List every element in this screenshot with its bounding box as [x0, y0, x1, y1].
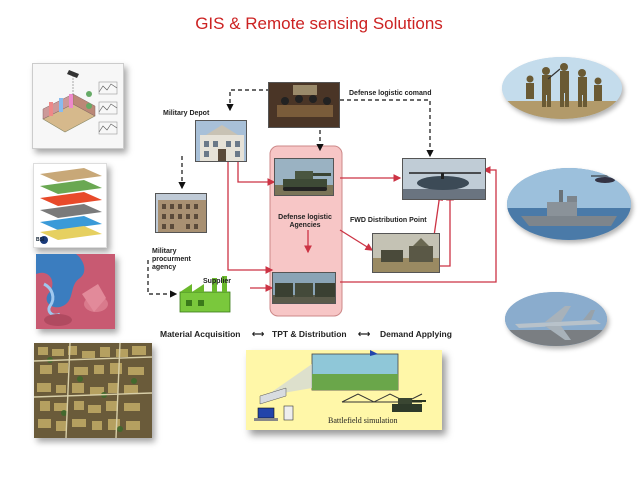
gis-layer-stack-thumbnail: BSI — [33, 163, 107, 248]
military-depot-label: Military Depot — [163, 110, 210, 117]
demand-applying-label: Demand Applying — [380, 329, 452, 339]
defense-logistic-command-label: Defense logistic comand — [349, 90, 432, 97]
tank-photo — [274, 158, 334, 196]
battlefield-simulation-label: Battlefield simulation — [328, 416, 398, 425]
fwd-helicopter-photo — [402, 158, 486, 200]
urban-aerial-imagery-thumbnail — [34, 343, 152, 438]
supplier-label: Supplier — [203, 278, 232, 285]
material-acquisition-label: Material Acquisition — [160, 329, 241, 339]
layer-stack-logo: BSI — [36, 237, 45, 243]
stage-arrow-2: ⟷ — [358, 329, 371, 339]
fwd-distribution-point-label: FWD Distribution Point — [350, 217, 427, 224]
military-depot-building-photo — [195, 120, 247, 162]
command-room-photo — [268, 82, 340, 128]
soldiers-photo — [502, 57, 622, 119]
page-title: GIS & Remote sensing Solutions — [195, 14, 443, 33]
fwd-vehicles-photo — [372, 233, 440, 273]
warehouse-building-photo — [155, 193, 207, 233]
supplier-factory-icon — [178, 276, 234, 314]
satellite-3d-diagram-thumbnail — [32, 63, 124, 149]
defense-logistic-agencies-label: Defense logistic Agencies — [278, 214, 332, 229]
military-procurement-agency-label: Military procurment agency — [152, 248, 191, 271]
false-color-satellite-thumbnail — [36, 254, 115, 329]
battlefield-simulation-panel: Battlefield simulation — [246, 350, 442, 430]
fighter-jet-photo — [505, 292, 607, 346]
transport-train-photo — [272, 272, 336, 304]
navy-ship-helicopter-photo — [507, 168, 631, 240]
stage-arrow-1: ⟷ — [252, 329, 265, 339]
tpt-distribution-label: TPT & Distribution — [272, 329, 347, 339]
